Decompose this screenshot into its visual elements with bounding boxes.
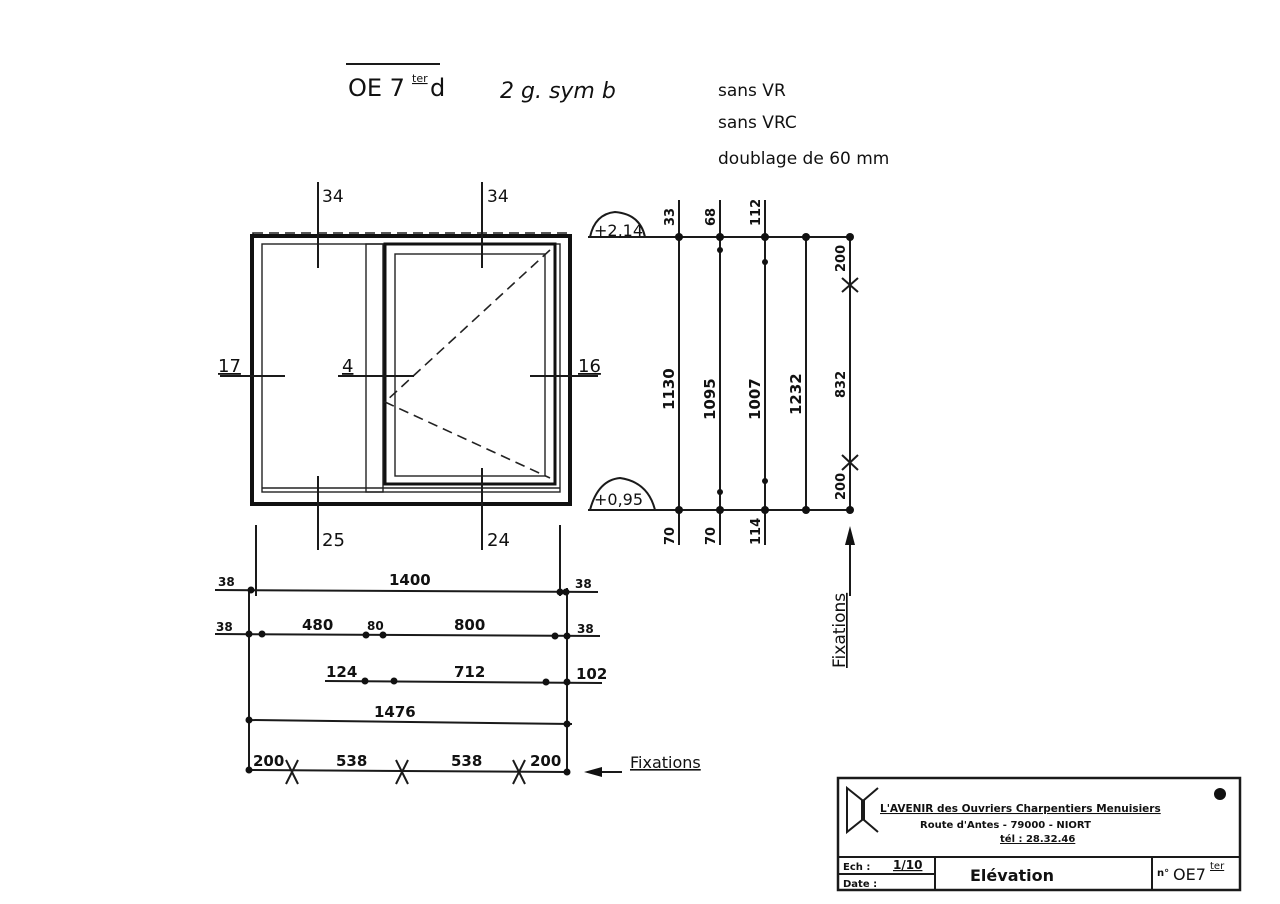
variant-label: 2 g. sym b [500,79,616,104]
dim-row5-1: 200 [253,752,284,770]
note-1: sans VR [718,81,786,101]
section-bottom-right: 24 [487,530,510,551]
dim-row4-main: 1476 [374,703,416,721]
dim-fix-mid: 832 [834,371,849,398]
section-left: 17 [218,356,241,377]
level-bottom: +0,95 [594,490,643,509]
company-address: Route d'Antes - 79000 - NIORT [920,820,1091,831]
dim-main-2: 1095 [701,378,719,420]
section-marks: 34 34 17 4 16 25 24 [218,182,601,551]
scale-value: 1/10 [893,858,922,872]
view-title: Elévation [970,866,1054,885]
sash-glazing [394,253,546,477]
opening-direction-lines [383,249,551,479]
fixations-label-horizontal: Fixations [630,753,701,772]
scale-label: Ech : [843,862,870,873]
dim-fix-top: 200 [834,245,849,272]
dim-row1-right: 38 [575,577,592,591]
note-3: doublage de 60 mm [718,149,889,169]
dim-top-3: 112 [749,199,764,226]
dim-row3-right: 102 [576,665,607,683]
dim-fix-bottom: 200 [834,473,849,500]
section-mullion: 4 [342,356,353,377]
dim-row3-main: 712 [454,663,485,681]
drawing-code-suffix: d [430,74,445,102]
arrow-head-up [845,526,855,545]
dim-row1-left: 38 [218,575,235,589]
arrow-head-left [584,767,602,777]
dim-row2-3: 80 [367,619,384,633]
dim-main-1: 1130 [660,368,678,410]
dim-top-1: 33 [663,208,678,226]
dim-main-3: 1007 [746,378,764,420]
dim-bottom-2: 70 [704,527,719,545]
dim-bottom-3: 114 [749,518,764,545]
number-label: n° [1157,868,1169,879]
section-bottom-left: 25 [322,530,345,551]
drawing-code-sup: ter [412,72,428,85]
window-elevation [250,232,572,506]
drawing-code: OE 7 [348,74,405,102]
date-label: Date : [843,879,877,890]
dim-row5-4: 200 [530,752,561,770]
dim-main-4: 1232 [787,373,805,415]
dim-row2-right: 38 [577,622,594,636]
drawing-header: OE 7 ter d 2 g. sym b sans VR sans VRC d… [346,63,889,169]
dim-row2-4: 800 [454,616,485,634]
level-top: +2,14 [594,221,643,240]
note-2: sans VRC [718,113,797,133]
level-top-arc [589,210,646,238]
opening-sash [383,242,557,486]
level-bottom-arc [589,476,656,511]
section-top-left: 34 [322,187,344,207]
dim-row2-left: 38 [216,620,233,634]
company-name: L'AVENIR des Ouvriers Charpentiers Menui… [880,803,1161,815]
section-right: 16 [578,356,601,377]
title-block: L'AVENIR des Ouvriers Charpentiers Menui… [836,776,1242,892]
inner-frame [261,243,561,493]
outer-frame [250,234,572,506]
dim-bottom-1: 70 [663,527,678,545]
dim-row5-2: 538 [336,752,367,770]
horizontal-dimensions: 38 1400 38 38 480 80 800 38 124 712 102 … [214,525,701,785]
dim-row3-left: 124 [326,663,357,681]
number-sup: ter [1210,861,1225,872]
dim-row5-3: 538 [451,752,482,770]
punch-hole-mark [1214,788,1226,800]
section-top-right: 34 [487,187,509,207]
company-phone: tél : 28.32.46 [1000,833,1075,845]
dim-row1-main: 1400 [389,571,431,589]
vertical-dimensions: +2,14 +0,95 33 68 112 1130 1095 1007 123… [588,199,859,668]
fixations-label-vertical: Fixations [830,593,850,668]
number-value: OE7 [1173,865,1206,884]
dim-row2-2: 480 [302,616,333,634]
mullion [365,243,384,493]
dim-top-2: 68 [704,208,719,226]
company-logo [846,785,879,835]
